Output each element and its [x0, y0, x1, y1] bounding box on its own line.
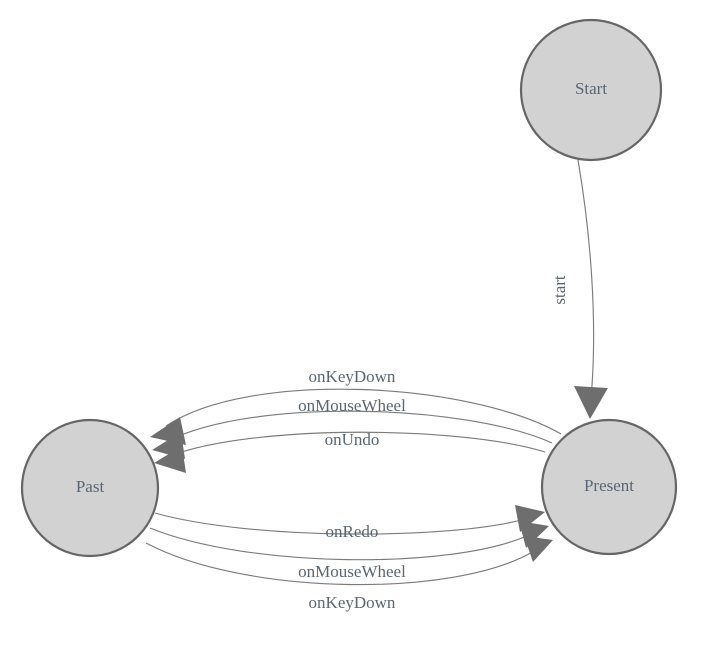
- edge-past-to-present-onredo[interactable]: onRedo: [154, 505, 545, 541]
- edge-past-to-present-onmousewheel[interactable]: onMouseWheel: [149, 521, 549, 581]
- edge-past-to-present-onredo-path: [154, 512, 526, 535]
- node-present[interactable]: Present: [540, 418, 678, 556]
- edge-past-to-present-onkeydown[interactable]: onKeyDown: [145, 536, 553, 612]
- edge-present-to-past-onkeydown-path: [165, 388, 562, 435]
- node-past-label: Past: [76, 477, 105, 496]
- edge-present-to-past-onundo-path: [169, 431, 546, 457]
- edge-start-to-present-label: start: [550, 275, 569, 305]
- edge-past-to-present-onredo-label: onRedo: [326, 522, 379, 541]
- node-present-circle: [540, 418, 678, 556]
- node-start-label: Start: [575, 79, 607, 98]
- edge-present-to-past-onundo[interactable]: onUndo: [154, 430, 546, 473]
- edge-past-to-present-onmousewheel-path: [149, 527, 530, 561]
- node-past-circle: [20, 418, 160, 558]
- edge-present-to-past-onkeydown-label: onKeyDown: [309, 367, 396, 386]
- node-start-circle: [519, 18, 663, 162]
- edge-past-to-present-onkeydown-arrowhead: [524, 536, 553, 562]
- edge-past-to-present-onkeydown-label: onKeyDown: [309, 593, 396, 612]
- edge-start-to-present-arrowhead: [574, 386, 608, 419]
- edge-past-to-present-onkeydown-path: [145, 542, 535, 586]
- node-present-label: Present: [584, 476, 634, 495]
- edge-present-to-past-onmousewheel-path: [167, 410, 553, 444]
- edge-present-to-past-onundo-arrowhead: [154, 446, 186, 473]
- node-past[interactable]: Past: [20, 418, 160, 558]
- edge-past-to-present-onmousewheel-label: onMouseWheel: [298, 562, 406, 581]
- edge-start-to-present-path: [577, 159, 595, 399]
- node-start[interactable]: Start: [519, 18, 663, 162]
- edge-start-to-present[interactable]: start: [550, 159, 608, 419]
- edge-present-to-past-onundo-label: onUndo: [325, 430, 380, 449]
- edge-present-to-past-onmousewheel-label: onMouseWheel: [298, 396, 406, 415]
